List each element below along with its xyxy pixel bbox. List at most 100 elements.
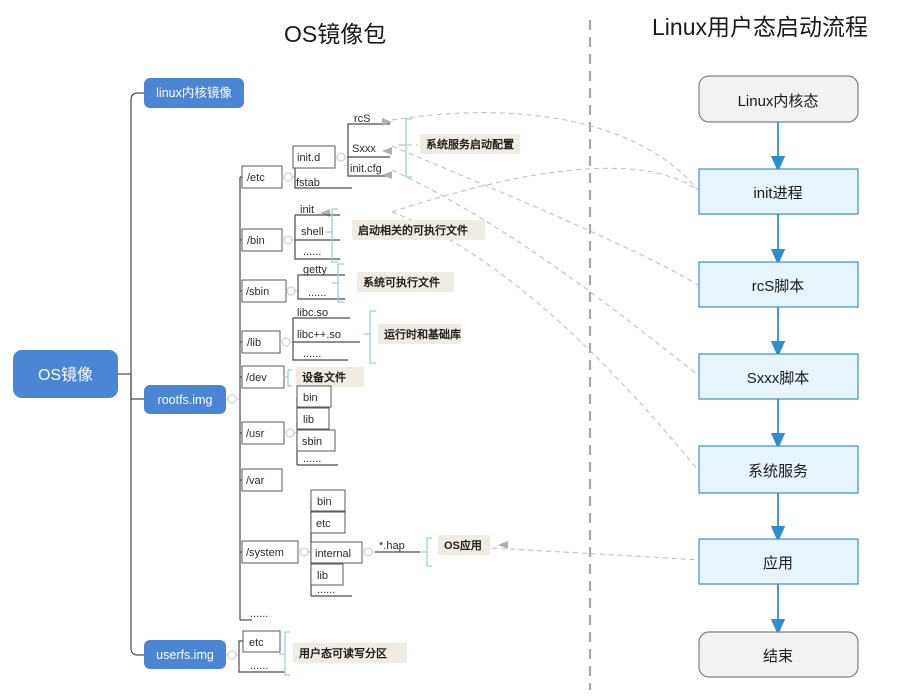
tree-node-usr-bin-label: bin: [303, 392, 318, 404]
annotation-user-rw-label: 用户态可读写分区: [299, 646, 387, 660]
tree-node-system-etc-label: etc: [316, 518, 331, 530]
tree-node-var-label: /var: [246, 475, 265, 487]
tree-node-usr-lib-label: lib: [303, 414, 314, 426]
tree-node-usr-sbin[interactable]: sbin: [296, 429, 336, 452]
tree-node-var[interactable]: /var: [241, 468, 283, 492]
image-node-rootfs[interactable]: rootfs.img: [144, 385, 226, 414]
tree-node-init-d-label: init.d: [297, 152, 320, 164]
right-panel-title: Linux用户态启动流程: [652, 14, 868, 40]
tree-node-getty[interactable]: getty: [303, 264, 327, 276]
tree-node-rootfs-more[interactable]: ......: [250, 608, 268, 620]
tree-node-dev[interactable]: /dev: [241, 365, 285, 389]
tree-node-system-internal[interactable]: internal: [310, 541, 363, 564]
lib-connectors: [280, 317, 360, 361]
sbin-connectors: [286, 274, 345, 300]
tree-node-system-label: /system: [246, 547, 284, 559]
tree-node-bin[interactable]: /bin: [241, 228, 283, 252]
tree-node-usr-more-label: ......: [303, 453, 321, 465]
tree-node-userfs-more-label: ......: [250, 660, 268, 672]
userfs-connectors: [226, 640, 285, 673]
tree-node-fstab[interactable]: fstab: [296, 177, 320, 189]
flow-node-rcs-script[interactable]: rcS脚本: [698, 261, 859, 308]
tree-node-shell[interactable]: shell: [301, 226, 324, 238]
tree-node-shell-label: shell: [301, 226, 324, 238]
annotation-dev-files: 设备文件: [283, 367, 364, 387]
image-node-rootfs-label: rootfs.img: [158, 393, 213, 407]
tree-node-system-more[interactable]: ......: [317, 584, 335, 596]
tree-node-fstab-label: fstab: [296, 177, 320, 189]
tree-node-etc[interactable]: /etc: [241, 165, 283, 189]
flow-node-init-proc[interactable]: init进程: [698, 168, 859, 215]
tree-node-system-etc[interactable]: etc: [310, 511, 346, 534]
tree-node-system-lib[interactable]: lib: [310, 563, 344, 586]
tree-node-usr-bin[interactable]: bin: [296, 385, 332, 408]
flow-node-kernel-state-label: Linux内核态: [738, 93, 819, 110]
tree-node-init-d[interactable]: init.d: [292, 145, 336, 169]
tree-node-system[interactable]: /system: [241, 540, 299, 564]
annotation-os-app: OS应用: [421, 535, 490, 567]
tree-node-sbin-more-label: ......: [308, 287, 326, 299]
tree-node-system-more-label: ......: [317, 584, 335, 596]
tree-node-usr-lib[interactable]: lib: [296, 407, 330, 430]
flow-node-sys-service[interactable]: 系统服务: [698, 445, 859, 494]
tree-node-userfs-etc-label: etc: [249, 637, 264, 649]
image-node-userfs[interactable]: userfs.img: [144, 640, 226, 669]
tree-node-init-cfg-label: init.cfg: [350, 163, 382, 175]
tree-node-sxxx[interactable]: Sxxx: [352, 143, 376, 155]
tree-node-rcs[interactable]: rcS: [354, 113, 371, 125]
flow-node-app-label: 应用: [763, 554, 793, 572]
tree-node-lib-more[interactable]: ......: [303, 348, 321, 360]
image-node-kernel-label: linux内核镜像: [156, 85, 232, 100]
annotation-svc-cfg-label: 系统服务启动配置: [426, 137, 514, 151]
tree-node-hap-label: *.hap: [379, 540, 405, 552]
tree-node-init-cfg[interactable]: init.cfg: [350, 163, 382, 175]
tree-node-libc-so-label: libc.so: [297, 307, 328, 319]
flow-node-sys-service-label: 系统服务: [748, 463, 808, 480]
tree-node-system-bin[interactable]: bin: [310, 489, 346, 512]
tree-node-usr-label: /usr: [246, 428, 265, 440]
flow-node-end[interactable]: 结束: [698, 631, 859, 678]
tree-node-userfs-more[interactable]: ......: [250, 660, 268, 672]
image-node-userfs-label: userfs.img: [156, 648, 214, 662]
annotation-runtime-lib-label: 运行时和基础库: [384, 327, 461, 341]
tree-node-sbin-label: /sbin: [246, 286, 269, 298]
annotation-sys-exec-label: 系统可执行文件: [363, 275, 440, 289]
internal-connectors: [362, 547, 420, 557]
tree-node-usr-more[interactable]: ......: [303, 453, 321, 465]
tree-node-libcpp-so[interactable]: libc++.so: [297, 329, 341, 341]
init-d-connectors: [335, 123, 392, 177]
root-node-label: OS镜像: [38, 365, 93, 384]
flow-node-sxxx-script-label: Sxxx脚本: [747, 370, 810, 387]
tree-node-bin-more-label: ......: [303, 246, 321, 258]
tree-node-lib[interactable]: /lib: [241, 330, 281, 354]
tree-node-usr-sbin-label: sbin: [302, 436, 322, 448]
flow-node-kernel-state[interactable]: Linux内核态: [698, 75, 859, 123]
image-node-kernel[interactable]: linux内核镜像: [144, 78, 244, 108]
tree-node-getty-label: getty: [303, 264, 327, 276]
tree-node-etc-label: /etc: [247, 172, 265, 184]
tree-node-usr[interactable]: /usr: [241, 421, 285, 445]
left-panel-title: OS镜像包: [284, 21, 386, 47]
annotation-runtime-lib: 运行时和基础库: [364, 310, 461, 364]
tree-node-sbin-more[interactable]: ......: [308, 287, 326, 299]
flow-node-end-label: 结束: [763, 648, 793, 665]
tree-node-init-label: init: [300, 204, 314, 216]
flow-node-rcs-script-label: rcS脚本: [752, 278, 805, 295]
tree-node-sbin[interactable]: /sbin: [241, 279, 287, 303]
annotation-os-app-label: OS应用: [444, 538, 482, 552]
annotation-dev-files-label: 设备文件: [302, 370, 346, 384]
tree-node-dev-label: /dev: [246, 372, 267, 384]
flow-node-sxxx-script[interactable]: Sxxx脚本: [698, 353, 859, 400]
tree-node-rcs-label: rcS: [354, 113, 371, 125]
tree-node-bin-more[interactable]: ......: [303, 246, 321, 258]
flow-node-app[interactable]: 应用: [698, 538, 859, 585]
tree-node-rootfs-more-label: ......: [250, 608, 268, 620]
tree-node-userfs-etc[interactable]: etc: [242, 630, 281, 653]
annotation-sys-exec: 系统可执行文件: [332, 263, 454, 303]
tree-node-init[interactable]: init: [300, 204, 314, 216]
tree-node-bin-label: /bin: [247, 235, 265, 247]
tree-node-hap[interactable]: *.hap: [379, 540, 405, 552]
tree-node-lib-more-label: ......: [303, 348, 321, 360]
root-node[interactable]: OS镜像: [13, 350, 118, 398]
tree-node-libc-so[interactable]: libc.so: [297, 307, 328, 319]
